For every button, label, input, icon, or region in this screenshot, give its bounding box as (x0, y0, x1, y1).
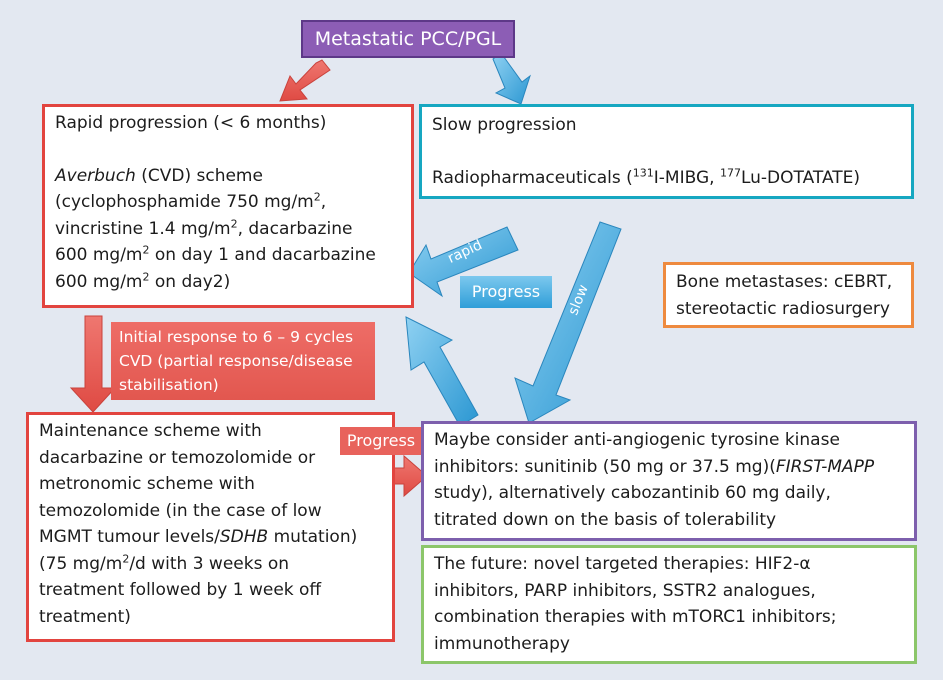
slow-line-c: Lu-DOTATATE) (740, 167, 861, 188)
rapid-line-1-sup: 2 (313, 190, 321, 204)
tki-line-2: inhibitors: sunitinib (50 mg or 37.5 mg)… (434, 454, 904, 481)
rapid-scheme-rest: (CVD) scheme (135, 165, 263, 186)
progress-label-red: Progress (340, 427, 422, 455)
bone-line-2: stereotactic radiosurgery (676, 298, 890, 319)
future-line-1: The future: novel targeted therapies: HI… (434, 554, 811, 574)
rapid-line-4-sup: 2 (142, 269, 150, 283)
maintenance-line-5c: mutation) (268, 527, 358, 547)
future-line-4: immunotherapy (434, 633, 570, 654)
arrow-title-to-slow (492, 52, 531, 105)
tki-first-mapp: FIRST-MAPP (775, 456, 875, 477)
maintenance-line-4: temozolomide (in the case of low (39, 500, 322, 521)
slow-iso-131: 131 (632, 165, 654, 179)
rapid-scheme: Averbuch (CVD) scheme (55, 163, 401, 190)
tki-line-3: study), alternatively cabozantinib 60 mg… (434, 483, 831, 503)
tki-line-2a: inhibitors: sunitinib (50 mg or 37.5 mg)… (434, 456, 776, 477)
bone-line-1: Bone metastases: cEBRT, (676, 272, 893, 292)
rapid-line-1: (cyclophosphamide 750 mg/m2, (55, 189, 401, 216)
rapid-line-4: 600 mg/m2 on day2) (55, 269, 401, 296)
rapid-line-3: 600 mg/m2 on day 1 and dacarbazine (55, 242, 401, 269)
tki-line-1: Maybe consider anti-angiogenic tyrosine … (434, 430, 840, 450)
rapid-line-3-sup: 2 (142, 243, 150, 257)
arrow-tki-to-rapid (405, 316, 479, 427)
rapid-line-4b: on day2) (149, 271, 231, 292)
maintenance-line-6: (75 mg/m2/d with 3 weeks on (39, 551, 382, 578)
initial-response-line-2: CVD (partial response/disease (119, 352, 353, 370)
rapid-line-2b: , dacarbazine (237, 218, 353, 239)
rapid-scheme-name: Averbuch (55, 165, 136, 186)
rapid-line-2a: vincristine 1.4 mg/m (55, 218, 231, 239)
maintenance-line-7: treatment followed by 1 week off (39, 580, 322, 600)
maintenance-line-2: dacarbazine or temozolomide or (39, 447, 316, 468)
maintenance-line-6b: /d with 3 weeks on (129, 553, 290, 574)
rapid-progression-box: Rapid progression (< 6 months) Averbuch … (42, 104, 414, 308)
maintenance-line-6-sup: 2 (122, 551, 130, 565)
future-box: The future: novel targeted therapies: HI… (421, 545, 917, 664)
rapid-line-2-sup: 2 (230, 216, 238, 230)
future-line-2: inhibitors, PARP inhibitors, SSTR2 analo… (434, 580, 816, 601)
progress-label-blue: Progress (460, 276, 552, 308)
slow-line-a: Radiopharmaceuticals ( (432, 167, 633, 188)
arrow-title-to-rapid (279, 59, 331, 102)
maintenance-line-1: Maintenance scheme with (39, 421, 262, 441)
slow-radiopharma: Radiopharmaceuticals (131I-MIBG, 177Lu-D… (432, 165, 901, 192)
maintenance-line-3: metronomic scheme with (39, 474, 255, 494)
rapid-line-1b: , (320, 192, 327, 212)
title-text: Metastatic PCC/PGL (314, 28, 502, 50)
slow-progression-box: Slow progression Radiopharmaceuticals (1… (419, 104, 914, 199)
arrow-slow-to-tki (514, 221, 622, 424)
rapid-heading: Rapid progression (< 6 months) (55, 113, 327, 133)
maintenance-line-5: MGMT tumour levels/SDHB mutation) (39, 524, 382, 551)
maintenance-sdhb: SDHB (219, 527, 269, 547)
maintenance-line-5a: MGMT tumour levels/ (39, 527, 220, 547)
rapid-line-4a: 600 mg/m (55, 271, 143, 292)
initial-response-label: Initial response to 6 – 9 cycles CVD (pa… (111, 322, 375, 400)
future-line-3: combination therapies with mTORC1 inhibi… (434, 607, 837, 627)
slow-iso-177: 177 (719, 165, 741, 179)
slow-heading: Slow progression (432, 115, 577, 135)
initial-response-line-3: stabilisation) (119, 376, 219, 394)
rapid-line-3b: on day 1 and dacarbazine (149, 245, 376, 265)
tki-line-4: titrated down on the basis of tolerabili… (434, 509, 777, 530)
arrow-slow-to-rapid (408, 226, 519, 298)
arrow-rapid-to-maintenance (69, 315, 117, 413)
rapid-line-2: vincristine 1.4 mg/m2, dacarbazine (55, 216, 401, 243)
title-box: Metastatic PCC/PGL (301, 20, 515, 58)
maintenance-line-6a: (75 mg/m (39, 553, 123, 574)
slow-line-b: I-MIBG, (653, 167, 720, 188)
tki-box: Maybe consider anti-angiogenic tyrosine … (421, 421, 917, 541)
rapid-line-3a: 600 mg/m (55, 245, 143, 265)
rapid-line-1a: (cyclophosphamide 750 mg/m (55, 192, 314, 212)
initial-response-line-1: Initial response to 6 – 9 cycles (119, 328, 354, 346)
bone-metastases-box: Bone metastases: cEBRT, stereotactic rad… (663, 262, 914, 328)
maintenance-box: Maintenance scheme with dacarbazine or t… (26, 412, 395, 642)
maintenance-line-8: treatment) (39, 606, 131, 627)
